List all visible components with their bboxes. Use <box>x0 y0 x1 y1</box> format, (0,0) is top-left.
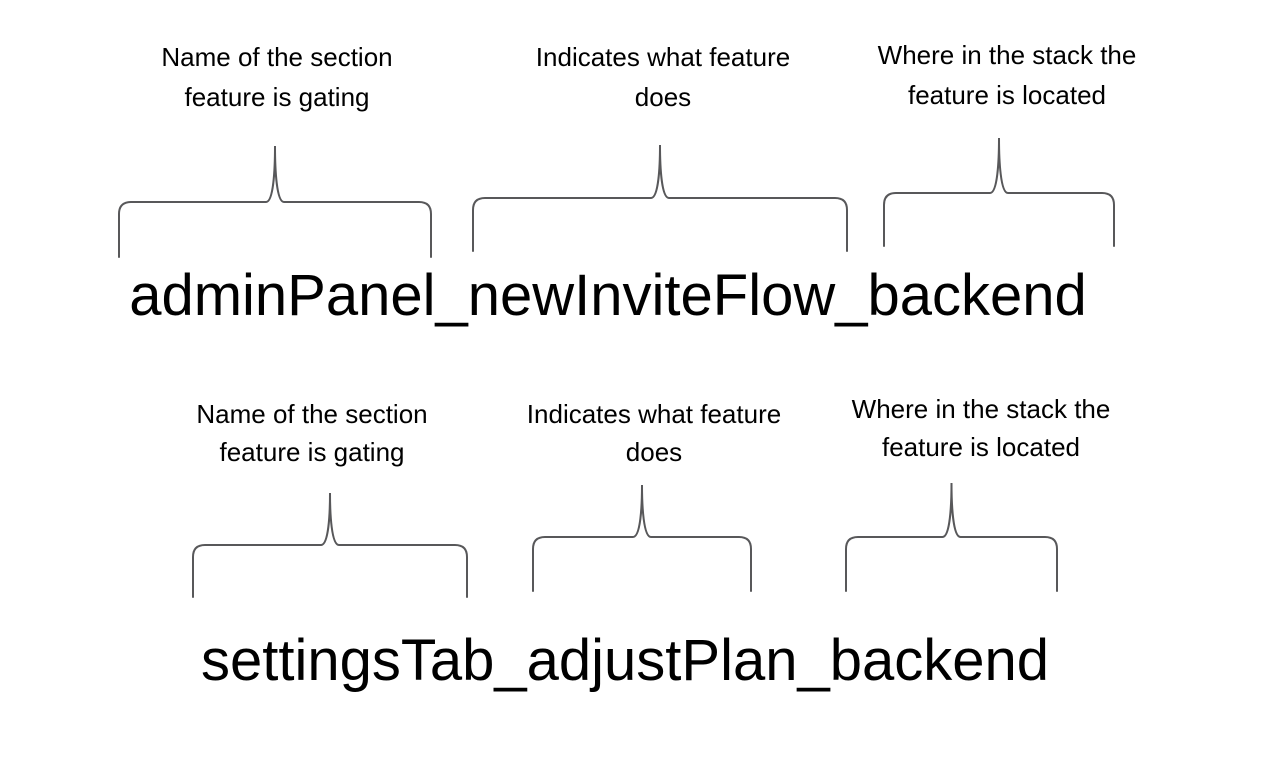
annotation-label-feature: Indicates what feature does <box>536 37 790 117</box>
annotation-label-line: Where in the stack the <box>877 40 1137 70</box>
annotation-label-line: feature is located <box>907 80 1106 110</box>
annotation-label-line: does <box>634 82 692 112</box>
flag-name-text: settingsTab_adjustPlan_backend <box>200 628 1050 693</box>
annotation-label-line: feature is gating <box>219 437 405 467</box>
annotation-label-line: Indicates what feature <box>526 399 782 429</box>
annotation-label-line: Indicates what feature <box>535 42 791 72</box>
curly-brace-section <box>118 145 432 258</box>
annotation-label-line: Where in the stack the <box>851 394 1111 424</box>
annotation-label-line: Name of the section <box>161 42 393 72</box>
annotation-label-line: Name of the section <box>196 399 428 429</box>
annotation-label-line: feature is gating <box>184 82 370 112</box>
annotation-label-feature: Indicates what feature does <box>527 395 781 471</box>
curly-brace-stack <box>845 482 1058 592</box>
annotation-label-stack: Where in the stack the feature is locate… <box>852 390 1111 466</box>
annotation-label-stack: Where in the stack the feature is locate… <box>878 35 1137 115</box>
curly-brace-feature <box>472 144 848 252</box>
annotation-label-section: Name of the section feature is gating <box>196 395 427 471</box>
annotation-label-line: does <box>625 437 683 467</box>
curly-brace-stack <box>883 137 1115 247</box>
curly-brace-feature <box>532 484 752 592</box>
annotation-label-line: feature is located <box>881 432 1080 462</box>
annotation-label-section: Name of the section feature is gating <box>161 37 392 117</box>
curly-brace-section <box>192 492 468 598</box>
flag-name-text: adminPanel_newInviteFlow_backend <box>129 263 1087 328</box>
